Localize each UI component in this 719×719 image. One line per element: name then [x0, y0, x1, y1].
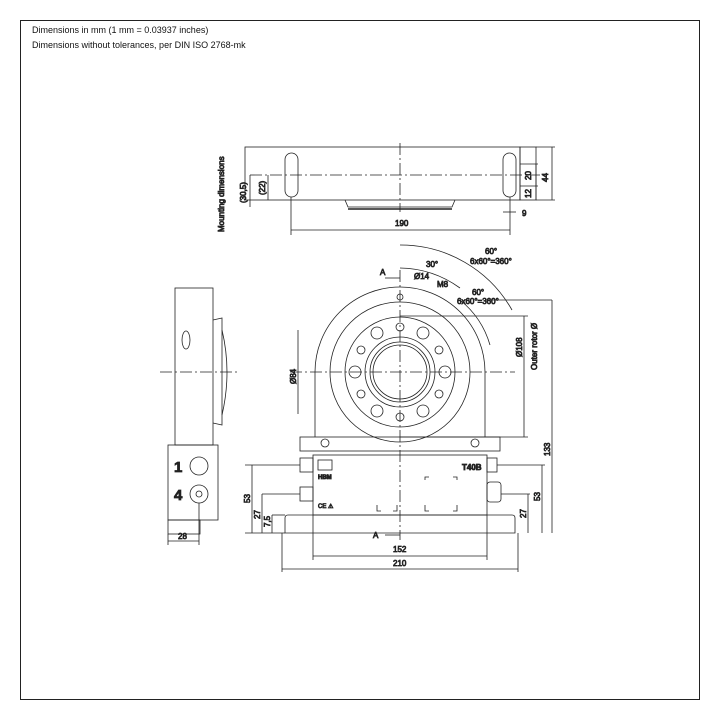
dim-27-right: 27 [519, 509, 528, 518]
connector-4-icon [189, 484, 209, 504]
dim-190: 190 [395, 219, 409, 228]
connector-1-label: 1 [174, 459, 182, 476]
dim-m8: M8 [437, 280, 449, 289]
dim-210: 210 [393, 559, 407, 568]
angle-60-outer: 60° [485, 247, 497, 256]
front-view: HBM T40B CE ⚠ A A 60° 6x60°=360° 30° Ø14… [243, 244, 553, 572]
hbm-logo-icon [317, 459, 333, 471]
pattern-inner: 6x60°=360° [457, 297, 499, 306]
section-marker-top: A [380, 268, 386, 277]
dim-44: 44 [541, 173, 550, 182]
top-view: 190 44 20 12 9 (30,5) (22) Mounting dime… [217, 143, 555, 235]
units-note: Dimensions in mm (1 mm = 0.03937 inches) [32, 25, 209, 35]
dim-7-5: 7,5 [263, 515, 272, 527]
dim-30-5: (30,5) [239, 182, 248, 203]
section-marker-bottom: A [373, 531, 379, 540]
dim-53-right: 53 [533, 492, 542, 501]
dim-152: 152 [393, 545, 407, 554]
dim-9: 9 [522, 209, 527, 218]
connector-1-icon [189, 456, 209, 476]
dim-53-left: 53 [243, 494, 252, 503]
tolerance-note: Dimensions without tolerances, per DIN I… [32, 40, 246, 50]
ce-mark: CE ⚠ [318, 503, 334, 510]
connector-4-label: 4 [174, 487, 183, 504]
dim-d108: Ø108 [515, 337, 524, 357]
mounting-dimensions-label: Mounting dimensions [217, 156, 226, 232]
dim-12: 12 [524, 189, 533, 198]
dim-28: 28 [178, 532, 187, 541]
dim-133: 133 [543, 442, 552, 456]
dim-d84: Ø84 [289, 368, 298, 384]
dim-27-left: 27 [253, 510, 262, 519]
model-label: T40B [462, 463, 482, 472]
dim-22: (22) [258, 180, 267, 195]
angle-30: 30° [426, 260, 438, 269]
dim-20: 20 [524, 171, 533, 180]
hbm-logo-text: HBM [318, 475, 332, 481]
side-view: 1 4 28 [160, 287, 240, 545]
angle-60-inner: 60° [472, 288, 484, 297]
dim-d14: Ø14 [414, 272, 430, 281]
pattern-outer: 6x60°=360° [470, 257, 512, 266]
outer-rotor-label: Outer rotor Ø [530, 323, 539, 370]
drawing-frame [20, 20, 700, 700]
